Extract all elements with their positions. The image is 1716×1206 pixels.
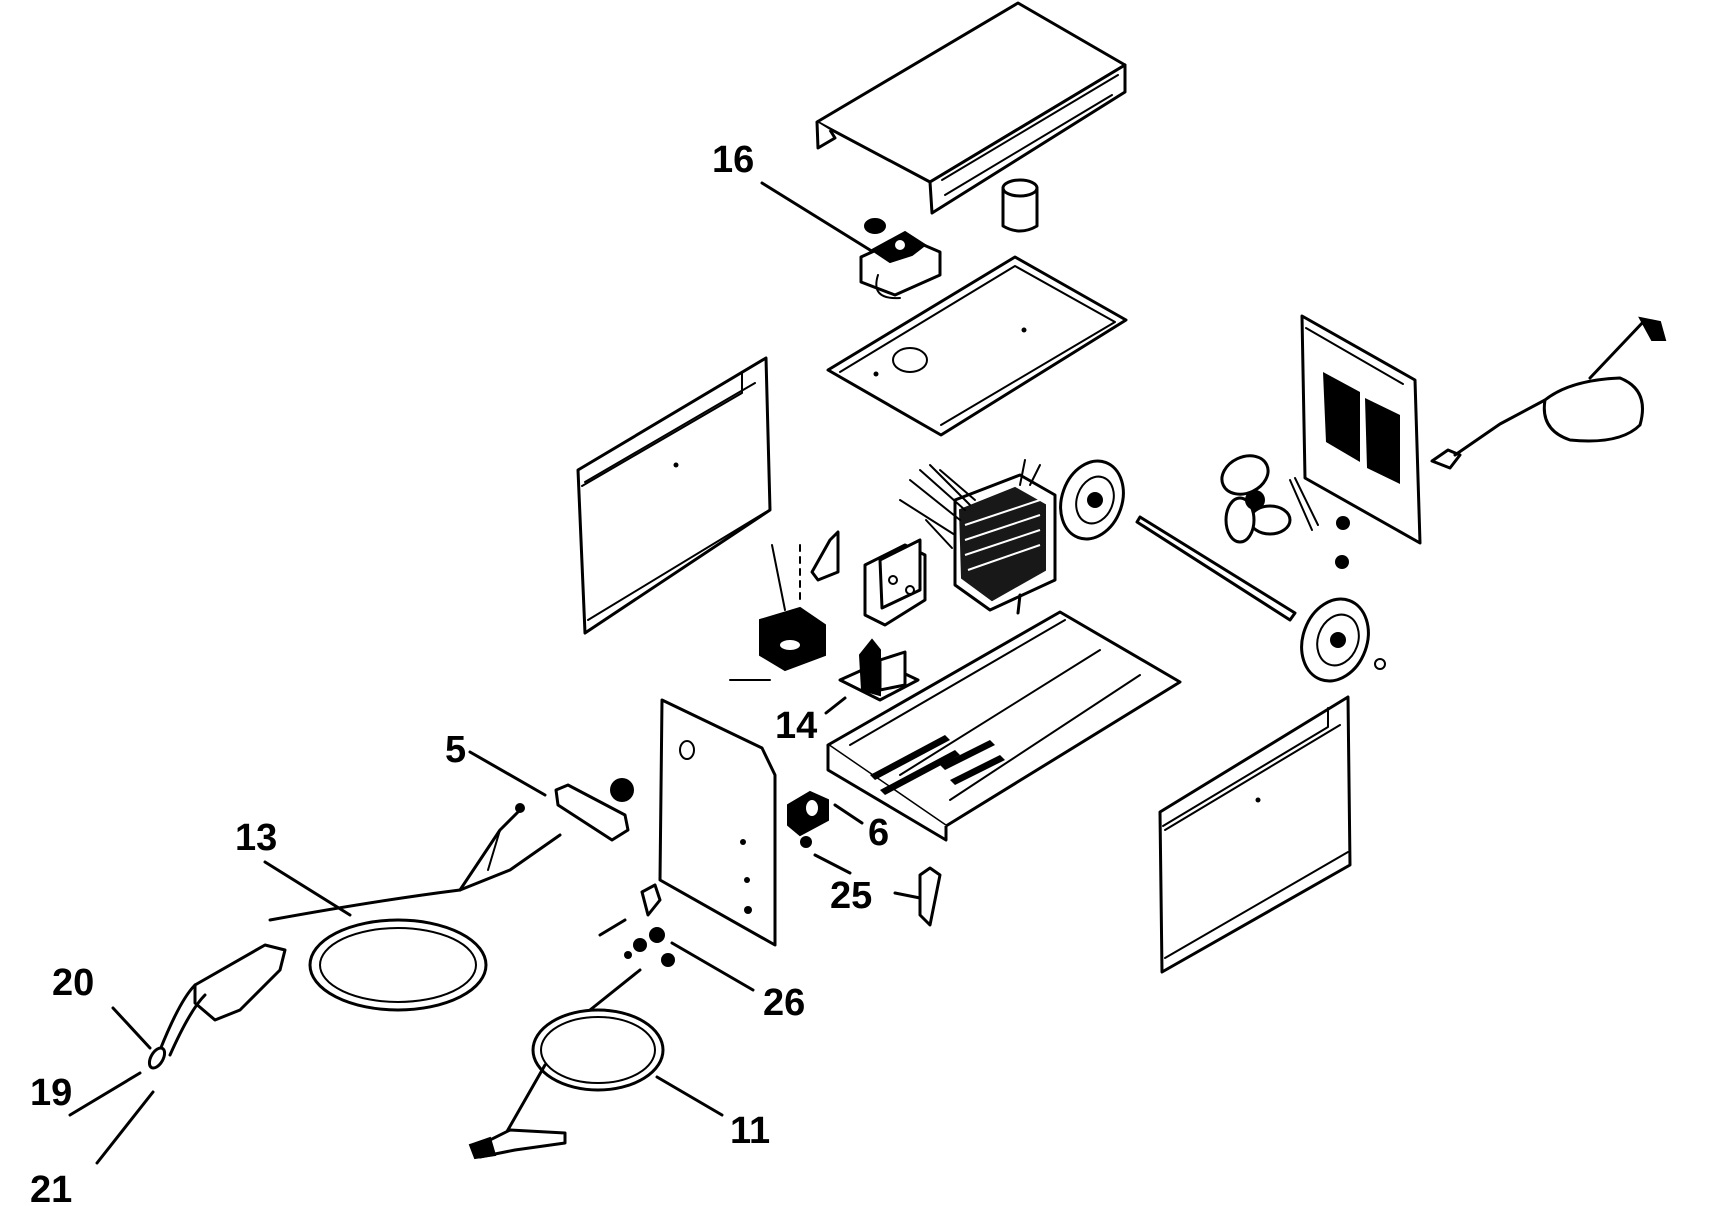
callout-19: 19 (30, 1072, 72, 1114)
relay (838, 638, 920, 702)
leader-19 (68, 1071, 142, 1117)
wheel-left (1059, 459, 1125, 541)
base-plate (826, 610, 1182, 842)
rear-panel (1300, 314, 1422, 545)
nut (1336, 516, 1350, 530)
switch (859, 218, 942, 300)
callout-16: 16 (712, 139, 754, 181)
rectifier-mount (863, 538, 927, 627)
leader-21 (111, 1006, 152, 1050)
torch-handle (158, 943, 287, 1057)
top-cover (815, 1, 1127, 215)
leader-20 (95, 1090, 155, 1165)
bracket (810, 530, 840, 582)
welding-torch-cable (268, 803, 562, 1012)
rectifier (729, 544, 826, 681)
nut (1374, 658, 1386, 670)
fan (1220, 454, 1319, 544)
callout-6: 6 (868, 812, 889, 854)
leader-14 (824, 696, 847, 715)
leader-5 (468, 750, 547, 797)
leader-26 (670, 941, 755, 992)
right-side-panel (1158, 695, 1352, 974)
callout-25: 25 (830, 875, 872, 917)
wheel-right (1300, 597, 1370, 683)
callout-20: 21 (30, 1169, 72, 1206)
handle (554, 778, 634, 842)
power-cord (1430, 316, 1667, 470)
callout-11: 11 (730, 1110, 770, 1152)
clip (800, 836, 942, 927)
callout-5: 5 (445, 729, 466, 771)
leader-13 (263, 860, 352, 917)
callout-14: 14 (775, 705, 817, 747)
callout-26: 26 (763, 982, 805, 1024)
leader-25 (813, 853, 852, 875)
knob (787, 790, 829, 837)
callout-21: 20 (52, 962, 94, 1004)
transformer (899, 459, 1057, 615)
axle (1135, 515, 1297, 622)
leader-16 (760, 181, 872, 252)
leader-lines (68, 181, 872, 1165)
callout-13: 13 (235, 817, 277, 859)
left-side-panel (576, 356, 772, 635)
leader-6 (833, 803, 864, 825)
gas-nozzle (147, 1046, 167, 1070)
leader-11 (655, 1075, 724, 1117)
vent-grille (1323, 372, 1400, 484)
front-panel (658, 698, 777, 947)
nut (1335, 555, 1349, 569)
cable-gland (598, 883, 675, 967)
knob-cap (1001, 178, 1039, 233)
base-vents (870, 735, 1005, 795)
callout-labels: 16 5 13 14 6 25 26 11 20 19 21 (30, 139, 889, 1206)
inner-tray (826, 255, 1128, 437)
ground-cable-with-clamp (468, 968, 665, 1160)
